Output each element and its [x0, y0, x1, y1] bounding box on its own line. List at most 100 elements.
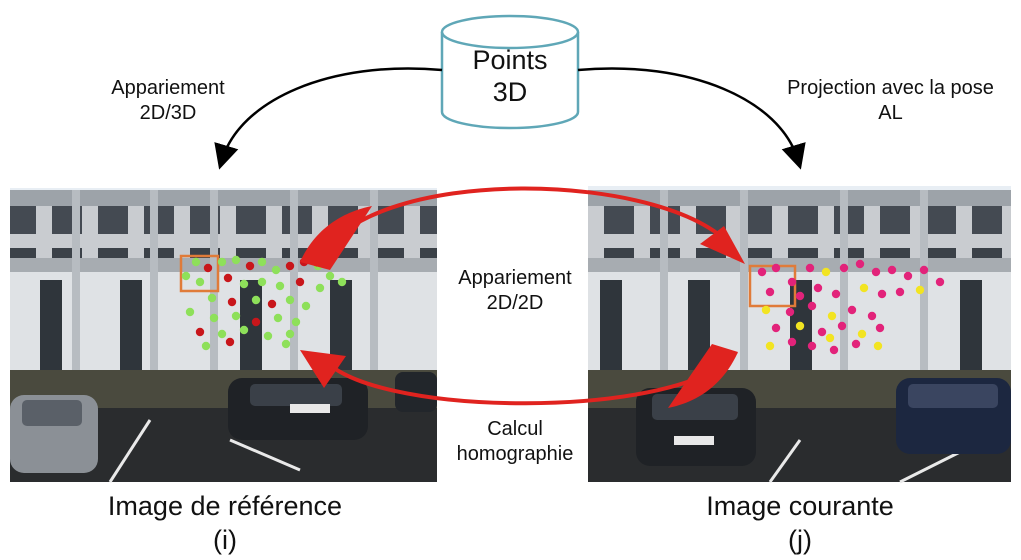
label-2d2d-line1: Appariement — [458, 267, 572, 289]
feature-point-right — [837, 321, 847, 331]
feature-point-left — [181, 271, 191, 281]
feature-point-right — [855, 259, 865, 269]
feature-point-left — [185, 307, 195, 317]
red-arrow-top — [300, 186, 745, 270]
feature-point-right — [787, 277, 797, 287]
label-projection-line1: Projection avec la pose — [787, 77, 994, 99]
feature-point-right — [825, 333, 835, 343]
feature-box-left — [179, 254, 220, 293]
caption-reference-title: Image de référence — [107, 491, 343, 521]
feature-point-left — [267, 299, 277, 309]
feature-point-left — [207, 293, 217, 303]
feature-point-left — [231, 255, 241, 265]
feature-point-left — [257, 257, 267, 267]
feature-point-right — [805, 263, 815, 273]
feature-point-right — [821, 267, 831, 277]
feature-point-right — [765, 341, 775, 351]
feature-point-left — [227, 297, 237, 307]
feature-point-right — [873, 341, 883, 351]
feature-point-right — [919, 265, 929, 275]
reference-image — [10, 160, 437, 483]
feature-point-right — [757, 267, 767, 277]
feature-point-right — [765, 287, 775, 297]
feature-point-left — [337, 277, 347, 287]
feature-point-right — [813, 283, 823, 293]
feature-point-left — [273, 313, 283, 323]
database-cylinder — [440, 14, 580, 130]
feature-point-left — [239, 325, 249, 335]
feature-point-left — [195, 277, 205, 287]
feature-point-left — [209, 313, 219, 323]
feature-point-right — [847, 305, 857, 315]
feature-point-right — [871, 267, 881, 277]
feature-point-right — [807, 341, 817, 351]
red-arrow-bottom — [300, 344, 738, 408]
feature-point-right — [915, 285, 925, 295]
feature-point-right — [867, 311, 877, 321]
feature-point-left — [281, 339, 291, 349]
caption-reference-tag: (i) — [213, 524, 237, 555]
label-homography-line1: Calcul — [487, 418, 543, 440]
feature-point-right — [875, 323, 885, 333]
database-label: Points 3D — [442, 44, 578, 109]
feature-point-left — [285, 295, 295, 305]
label-2d3d-matching: Appariement 2D/3D — [78, 76, 258, 126]
feature-point-right — [795, 291, 805, 301]
feature-point-left — [263, 331, 273, 341]
feature-point-left — [223, 273, 233, 283]
caption-reference: Image de référence (i) — [60, 490, 390, 558]
feature-point-left — [315, 283, 325, 293]
label-projection: Projection avec la pose AL — [768, 76, 1013, 126]
label-2d2d-matching: Appariement 2D/2D — [440, 266, 590, 316]
feature-point-left — [203, 263, 213, 273]
feature-point-left — [271, 265, 281, 275]
current-image — [588, 160, 1011, 484]
feature-point-left — [251, 295, 261, 305]
feature-point-right — [895, 287, 905, 297]
feature-point-right — [827, 311, 837, 321]
feature-point-right — [771, 323, 781, 333]
feature-point-left — [217, 329, 227, 339]
feature-point-right — [935, 277, 945, 287]
feature-point-left — [195, 327, 205, 337]
feature-point-right — [771, 263, 781, 273]
label-2d3d-line1: Appariement — [111, 77, 225, 99]
feature-point-right — [887, 265, 897, 275]
caption-current: Image courante (j) — [630, 490, 970, 558]
feature-point-left — [291, 317, 301, 327]
feature-point-left — [275, 281, 285, 291]
feature-point-right — [859, 283, 869, 293]
feature-point-right — [795, 321, 805, 331]
feature-point-left — [301, 301, 311, 311]
label-homography: Calcul homographie — [440, 417, 590, 467]
feature-point-left — [285, 261, 295, 271]
label-projection-line2: AL — [878, 102, 903, 124]
feature-point-left — [325, 271, 335, 281]
feature-point-right — [761, 305, 771, 315]
database-label-line2: 3D — [492, 77, 528, 108]
feature-point-right — [839, 263, 849, 273]
feature-point-left — [191, 257, 201, 267]
feature-point-right — [807, 301, 817, 311]
feature-point-left — [251, 317, 261, 327]
feature-point-left — [239, 279, 249, 289]
label-2d2d-line2: 2D/2D — [486, 292, 544, 314]
feature-point-left — [285, 329, 295, 339]
feature-point-left — [225, 337, 235, 347]
feature-point-left — [257, 277, 267, 287]
feature-point-right — [817, 327, 827, 337]
feature-point-left — [217, 257, 227, 267]
feature-point-right — [831, 289, 841, 299]
feature-point-left — [245, 261, 255, 271]
caption-current-title: Image courante — [706, 491, 894, 521]
feature-point-right — [829, 345, 839, 355]
database-label-line1: Points — [472, 45, 548, 75]
arrow-to-current — [577, 67, 806, 170]
feature-point-right — [857, 329, 867, 339]
feature-point-right — [851, 339, 861, 349]
feature-point-left — [295, 277, 305, 287]
arrow-to-reference — [214, 67, 443, 170]
label-2d3d-line2: 2D/3D — [139, 102, 197, 124]
feature-point-right — [903, 271, 913, 281]
